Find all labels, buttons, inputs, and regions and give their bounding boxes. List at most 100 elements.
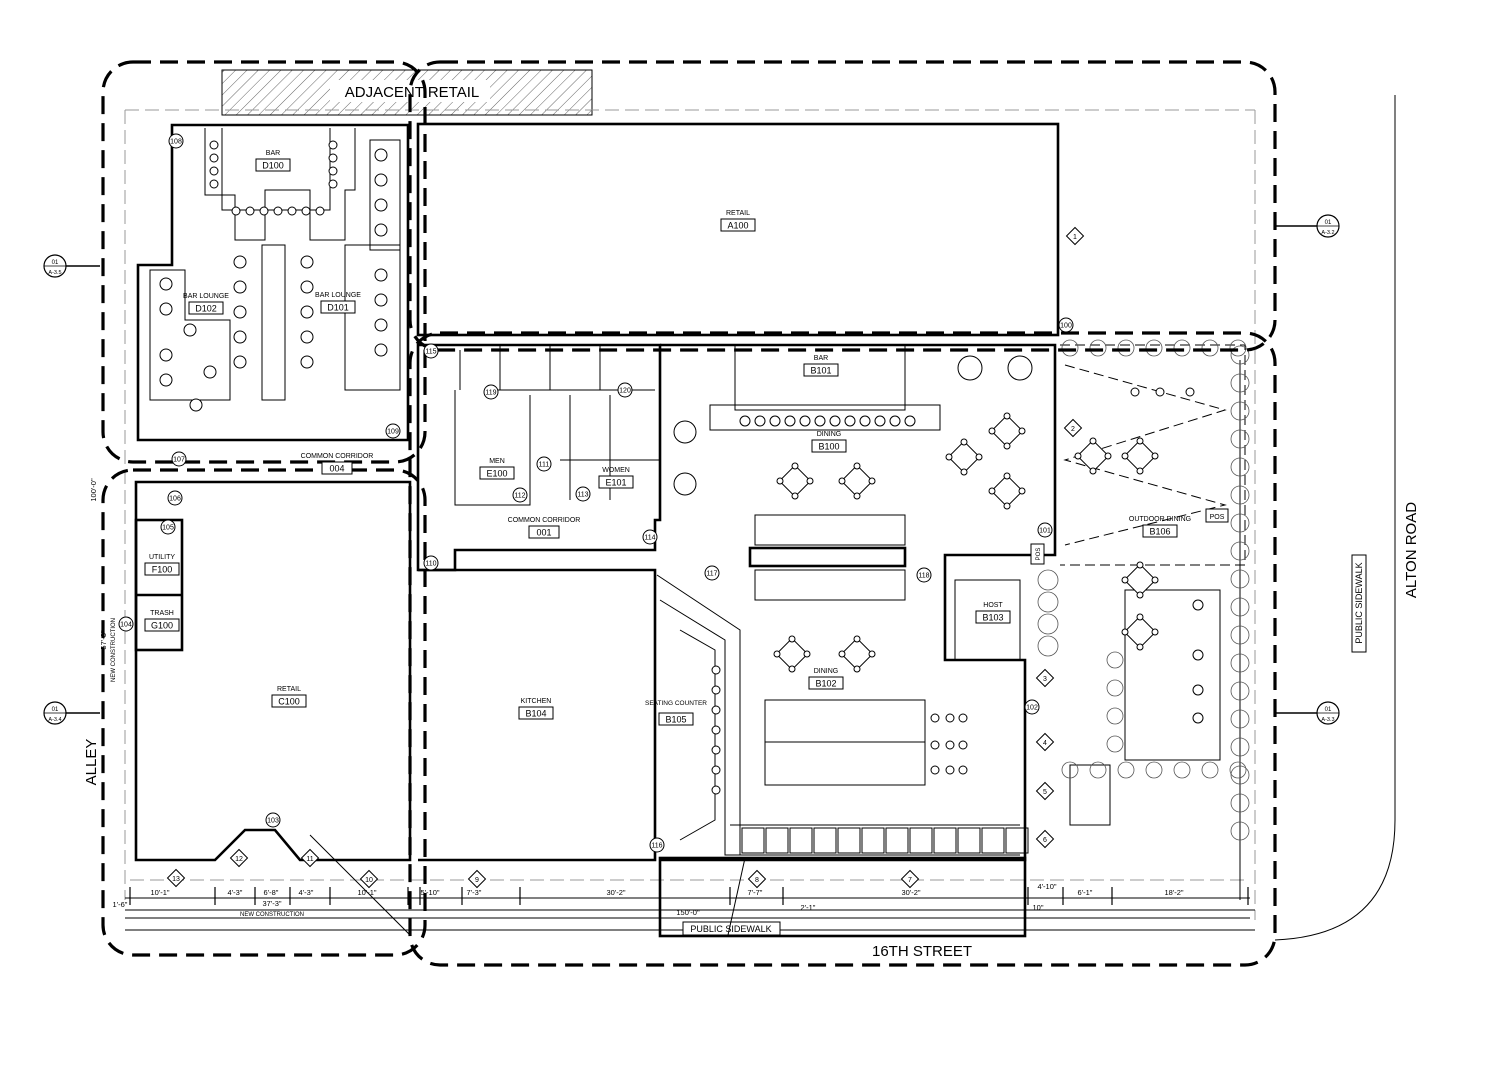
keynote-number: 8 — [755, 877, 759, 884]
chair — [1136, 591, 1144, 599]
chair — [1018, 427, 1026, 435]
plant — [1061, 339, 1079, 357]
section-sheet: A-3.3 — [1321, 717, 1334, 723]
plant — [1230, 709, 1250, 729]
keynote-number: 12 — [235, 856, 243, 863]
plant — [1230, 401, 1250, 421]
door-tag-number: 116 — [651, 843, 662, 850]
section-sheet: A-3.2 — [1321, 230, 1334, 236]
door-tag-number: 101 — [1039, 528, 1051, 535]
door-tag-number: 106 — [169, 496, 181, 503]
chair — [159, 302, 173, 316]
chair — [1104, 452, 1112, 460]
room-code: D100 — [262, 161, 284, 171]
plant — [1230, 513, 1250, 533]
plant — [1230, 653, 1250, 673]
chair — [209, 166, 219, 176]
room-name: DINING — [817, 431, 842, 438]
chair — [1003, 502, 1011, 510]
pos-label: POS — [1210, 514, 1225, 521]
room-code: 004 — [329, 464, 344, 474]
room-code: B100 — [818, 442, 839, 452]
chair — [930, 740, 940, 750]
keynote-diamond — [300, 848, 320, 868]
door-tag — [575, 486, 591, 502]
booth — [789, 827, 813, 854]
plant — [1037, 591, 1059, 613]
chair — [930, 765, 940, 775]
dimension-label: 4'-3" — [299, 888, 314, 897]
room-code-box — [320, 300, 356, 314]
dimension-label: 57'-3" — [99, 630, 108, 649]
chair — [773, 650, 781, 658]
door-tag — [536, 456, 552, 472]
room-name: HOST — [983, 602, 1003, 609]
door-tag — [617, 382, 633, 398]
new-construction-label: NEW CONSTRUCTION — [240, 912, 304, 918]
table — [1076, 439, 1110, 473]
dimension-label: 2'-1" — [801, 903, 816, 912]
door-tag-number: 119 — [485, 390, 496, 397]
plant — [1037, 635, 1059, 657]
chair — [844, 415, 856, 427]
dimension-label: 4'-10" — [1037, 882, 1056, 891]
dimension-label: 7'-7" — [748, 888, 763, 897]
plant — [1117, 339, 1135, 357]
new-construction-label: NEW CONSTRUCTION — [111, 618, 117, 682]
booth — [1005, 827, 1029, 854]
chair — [233, 255, 247, 269]
dimension-label: 6'-1" — [1078, 888, 1093, 897]
chair — [838, 477, 846, 485]
keynote-number: 7 — [908, 877, 912, 884]
chair — [301, 206, 311, 216]
dimension-label: 18'-2" — [1164, 888, 1183, 897]
keynote-diamond — [467, 869, 487, 889]
chair — [960, 468, 968, 476]
chair — [1136, 437, 1144, 445]
alley-label: ALLEY — [83, 739, 100, 786]
room-code: C100 — [278, 697, 300, 707]
street-label-alton: ALTON ROAD — [1403, 502, 1420, 598]
door-tag-number: 113 — [577, 492, 588, 499]
chair — [814, 415, 826, 427]
chair — [1074, 452, 1082, 460]
room-name: WOMEN — [602, 467, 630, 474]
room-name: RETAIL — [277, 686, 301, 693]
booth — [813, 827, 837, 854]
chair — [209, 140, 219, 150]
door-tag-number: 110 — [425, 561, 436, 568]
keynote-number: 13 — [172, 876, 180, 883]
booth — [885, 827, 909, 854]
chair — [945, 453, 953, 461]
dimension-label: 1'-6" — [113, 900, 128, 909]
booth — [933, 827, 957, 854]
public-sidewalk-label-east: PUBLIC SIDEWALK — [1354, 562, 1364, 643]
chair — [889, 415, 901, 427]
chair — [838, 650, 846, 658]
section-sheet: A-3.5 — [48, 270, 61, 276]
chair — [791, 462, 799, 470]
plant — [1229, 339, 1247, 357]
room-name: SEATING COUNTER — [645, 700, 707, 707]
adjacent-retail-label: ADJACENT RETAIL — [345, 84, 479, 101]
chair — [159, 277, 173, 291]
room-code-box — [658, 712, 694, 726]
keynote-number: 9 — [475, 877, 479, 884]
booth — [741, 827, 765, 854]
chair — [209, 179, 219, 189]
room-name: COMMON CORRIDOR — [508, 517, 581, 524]
chair — [374, 318, 388, 332]
room-code-box — [188, 301, 224, 315]
door-tag-number: 102 — [1026, 705, 1038, 712]
dimension-label: 30'-2" — [606, 888, 625, 897]
chair — [300, 255, 314, 269]
chair — [769, 415, 781, 427]
plant — [1230, 457, 1250, 477]
chair — [930, 713, 940, 723]
chair — [988, 487, 996, 495]
room-code: B102 — [815, 679, 836, 689]
chair — [1121, 628, 1129, 636]
plant — [1145, 339, 1163, 357]
room-code-box — [811, 439, 847, 453]
door-tag-number: 100 — [1060, 323, 1072, 330]
